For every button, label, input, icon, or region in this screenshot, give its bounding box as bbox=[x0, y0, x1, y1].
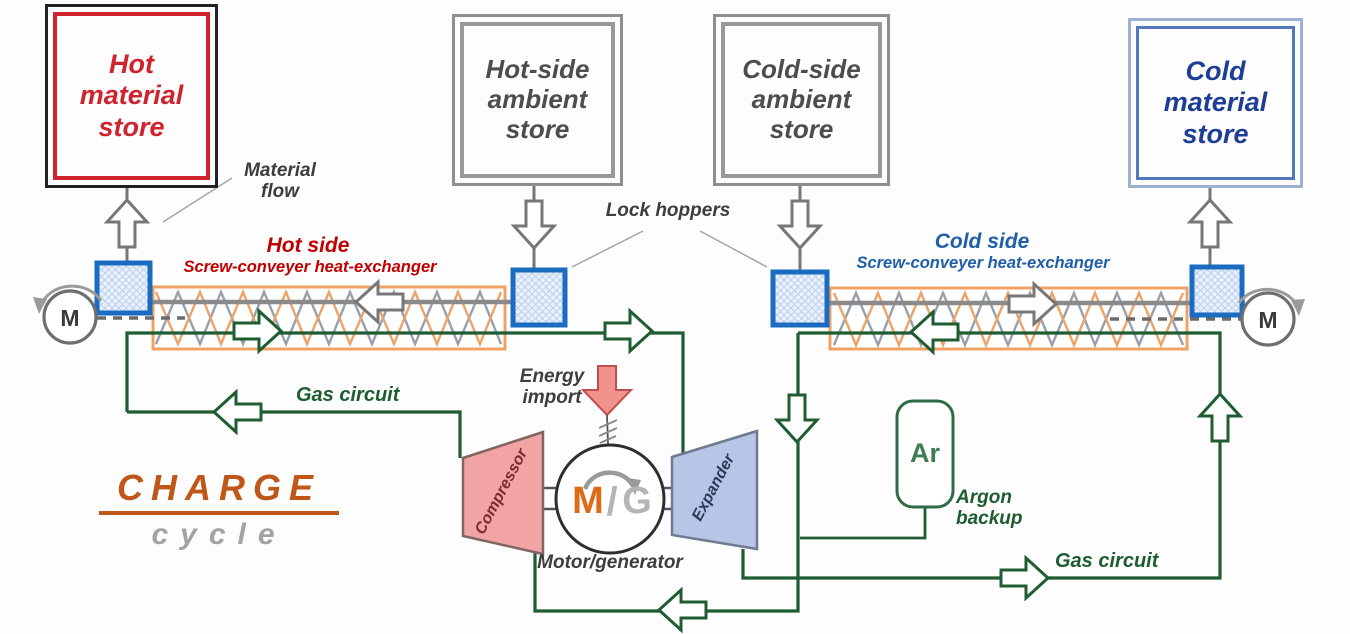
screw-helix-orange bbox=[832, 289, 1185, 349]
rotation-arc-icon bbox=[39, 284, 103, 307]
motor-letter: M bbox=[60, 305, 79, 331]
motor-couplings bbox=[97, 316, 1256, 321]
hot-side-ambient-store-label: Hot-side ambient store bbox=[460, 22, 615, 178]
argon-line bbox=[800, 508, 927, 540]
hot-material-store: Hot material store bbox=[45, 4, 218, 188]
compressor-shape bbox=[461, 430, 545, 556]
expander-shape bbox=[670, 429, 759, 551]
screw-motor-right: M bbox=[1237, 287, 1305, 347]
material-arrow-down bbox=[512, 199, 556, 250]
lock-hopper-cold-right bbox=[1189, 264, 1245, 318]
rotation-arc-icon bbox=[1237, 287, 1299, 307]
screw-helix-gray bbox=[154, 288, 503, 348]
hot-material-store-label: Hot material store bbox=[53, 12, 210, 180]
screw-helix-gray bbox=[832, 289, 1185, 349]
lock-hoppers bbox=[94, 260, 1245, 328]
compressor-outlet-line bbox=[127, 410, 462, 458]
rotation-arc-icon bbox=[582, 470, 635, 490]
hot-side-title: Hot side bbox=[266, 234, 350, 257]
annotation-pointer-lines bbox=[162, 177, 768, 268]
gas-arrow-up bbox=[1198, 392, 1242, 443]
lock-hopper-cold-left bbox=[770, 269, 830, 328]
mg-motor-letter: M bbox=[572, 480, 604, 522]
cold-side-ambient-store: Cold-side ambient store bbox=[713, 14, 890, 186]
motor-generator-label: Motor/generator bbox=[537, 552, 683, 573]
material-arrow-up bbox=[105, 198, 149, 249]
rotation-arrowhead-icon bbox=[1291, 299, 1305, 316]
rotation-arrowhead-icon bbox=[33, 297, 47, 314]
mg-generator-letter: G bbox=[622, 480, 652, 522]
gas-circuit-label-right: Gas circuit bbox=[1055, 550, 1159, 572]
hot-screw-conveyor bbox=[151, 285, 507, 351]
rotation-arrowhead-icon bbox=[628, 478, 641, 495]
lock-hopper-hot-left bbox=[94, 260, 153, 316]
mg-slash: / bbox=[606, 480, 617, 524]
screw-motor-left: M bbox=[33, 284, 103, 345]
motor-generator-unit: M / G bbox=[544, 443, 676, 555]
motor-letter: M bbox=[1258, 307, 1277, 333]
cold-side-ambient-store-label: Cold-side ambient store bbox=[721, 22, 882, 178]
coupling-hash-icon bbox=[598, 419, 618, 444]
lock-hoppers-label: Lock hoppers bbox=[605, 200, 731, 221]
gas-arrow-down bbox=[775, 393, 819, 444]
energy-import-arrow bbox=[580, 365, 634, 445]
gas-arrow-right bbox=[999, 556, 1050, 600]
cold-side-title: Cold side bbox=[934, 230, 1030, 253]
cold-material-store-label: Cold material store bbox=[1136, 26, 1295, 180]
cold-material-store: Cold material store bbox=[1128, 18, 1303, 188]
cycle-subtitle: cycle bbox=[151, 518, 287, 551]
gas-arrow-right bbox=[603, 309, 654, 353]
hot-side-ambient-store: Hot-side ambient store bbox=[452, 14, 623, 186]
charge-title: CHARGE bbox=[99, 467, 339, 516]
gas-circuit-label-left: Gas circuit bbox=[296, 384, 400, 406]
lock-hopper-hot-right bbox=[510, 267, 568, 328]
argon-backup-label: Argon backup bbox=[956, 487, 1023, 530]
hot-gas-line bbox=[125, 331, 685, 456]
material-arrow-down bbox=[778, 199, 822, 250]
argon-symbol: Ar bbox=[910, 438, 940, 468]
gas-arrow-left bbox=[212, 390, 263, 434]
argon-bottle: Ar bbox=[895, 399, 955, 509]
energy-import-label: Energy import bbox=[519, 366, 585, 409]
cold-side-subtitle: Screw-conveyer heat-exchanger bbox=[856, 254, 1110, 272]
screw-helix-orange bbox=[154, 288, 503, 348]
gas-arrow-left bbox=[657, 588, 708, 632]
hot-side-subtitle: Screw-conveyer heat-exchanger bbox=[183, 258, 437, 276]
screw-shafts bbox=[96, 299, 1245, 306]
material-arrow-up bbox=[1188, 198, 1232, 249]
material-flow-label: Material flow bbox=[244, 160, 316, 203]
